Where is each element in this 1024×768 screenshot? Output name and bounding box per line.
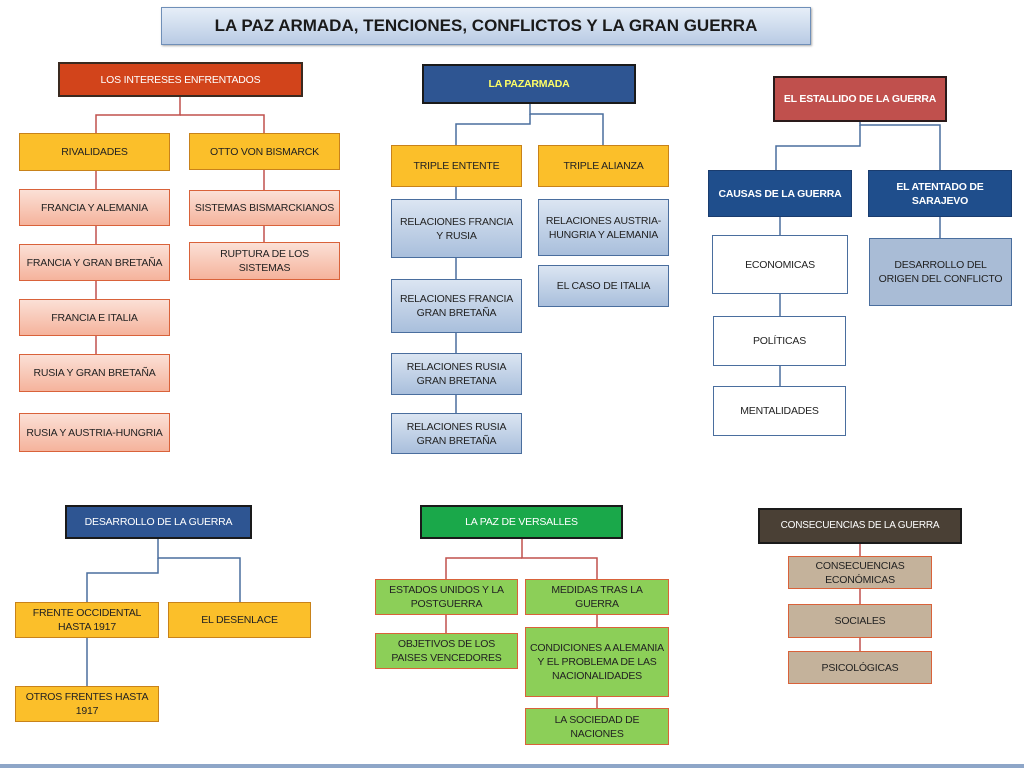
condiciones-node: CONDICIONES A ALEMANIA Y EL PROBLEMA DE … — [525, 627, 669, 697]
medidas-node: MEDIDAS TRAS LA GUERRA — [525, 579, 669, 615]
alianza-item: RELACIONES AUSTRIA-HUNGRIA Y ALEMANIA — [538, 199, 669, 256]
versalles-connectors — [445, 539, 598, 708]
bismarck-item: SISTEMAS BISMARCKIANOS — [189, 190, 340, 226]
rivalidad-item: FRANCIA E ITALIA — [19, 299, 170, 336]
consecuencia-item: CONSECUENCIAS ECONÓMICAS — [788, 556, 932, 589]
frente-occidental-node: FRENTE OCCIDENTAL HASTA 1917 — [15, 602, 159, 638]
desarrollo-connectors — [86, 539, 241, 686]
alianza-item: EL CASO DE ITALIA — [538, 265, 669, 307]
desenlace-node: EL DESENLACE — [168, 602, 311, 638]
intereses-header: LOS INTERESES ENFRENTADOS — [58, 62, 303, 97]
causa-item: MENTALIDADES — [713, 386, 846, 436]
entente-item: RELACIONES RUSIA GRAN BRETAÑA — [391, 413, 522, 454]
bismarck-item: RUPTURA DE LOS SISTEMAS — [189, 242, 340, 280]
causa-item: POLÍTICAS — [713, 316, 846, 366]
bottom-border — [0, 764, 1024, 768]
intereses-connectors — [95, 97, 265, 354]
versalles-header: LA PAZ DE VERSALLES — [420, 505, 623, 539]
estallido-header: EL ESTALLIDO DE LA GUERRA — [773, 76, 947, 122]
rivalidad-item: FRANCIA Y GRAN BRETAÑA — [19, 244, 170, 281]
consecuencia-item: SOCIALES — [788, 604, 932, 638]
triple-entente-node: TRIPLE ENTENTE — [391, 145, 522, 187]
objetivos-node: OBJETIVOS DE LOS PAISES VENCEDORES — [375, 633, 518, 669]
entente-item: RELACIONES FRANCIA GRAN BRETAÑA — [391, 279, 522, 333]
causa-item: ECONOMICAS — [712, 235, 848, 294]
rivalidad-item: RUSIA Y GRAN BRETAÑA — [19, 354, 170, 392]
entente-item: RELACIONES FRANCIA Y RUSIA — [391, 199, 522, 258]
consecuencias-header: CONSECUENCIAS DE LA GUERRA — [758, 508, 962, 544]
triple-alianza-node: TRIPLE ALIANZA — [538, 145, 669, 187]
atentado-node: EL ATENTADO DE SARAJEVO — [868, 170, 1012, 217]
paz-armada-header: LA PAZARMADA — [422, 64, 636, 104]
otros-frentes-node: OTROS FRENTES HASTA 1917 — [15, 686, 159, 722]
eeuu-node: ESTADOS UNIDOS Y LA POSTGUERRA — [375, 579, 518, 615]
rivalidad-item: FRANCIA Y ALEMANIA — [19, 189, 170, 226]
desarrollo-header: DESARROLLO DE LA GUERRA — [65, 505, 252, 539]
causas-node: CAUSAS DE LA GUERRA — [708, 170, 852, 217]
rivalidades-node: RIVALIDADES — [19, 133, 170, 171]
paz-armada-connectors — [455, 104, 604, 413]
atentado-item: DESARROLLO DEL ORIGEN DEL CONFLICTO — [869, 238, 1012, 306]
sociedad-naciones-node: LA SOCIEDAD DE NACIONES — [525, 708, 669, 745]
diagram-title: LA PAZ ARMADA, TENCIONES, CONFLICTOS Y L… — [161, 7, 811, 45]
rivalidad-item: RUSIA Y AUSTRIA-HUNGRIA — [19, 413, 170, 452]
estallido-connectors — [775, 122, 941, 386]
consecuencia-item: PSICOLÓGICAS — [788, 651, 932, 684]
bismarck-node: OTTO VON BISMARCK — [189, 133, 340, 170]
entente-item: RELACIONES RUSIA GRAN BRETANA — [391, 353, 522, 395]
